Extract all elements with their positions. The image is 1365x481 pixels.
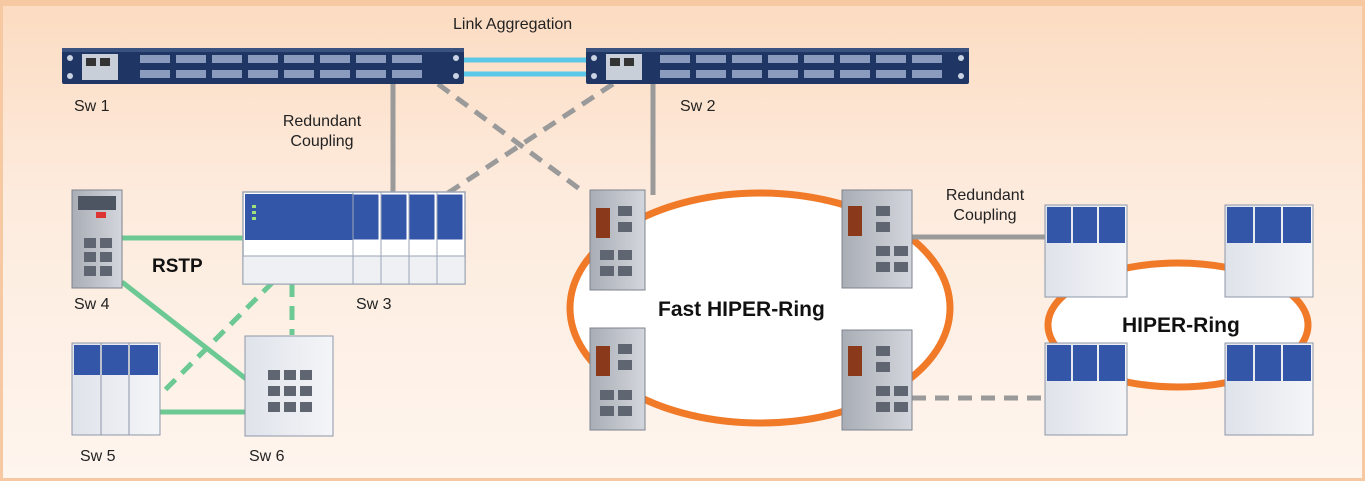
standby-coupling-lines	[436, 81, 1045, 401]
redundant-coupling-2-line1: Redundant	[945, 187, 1025, 204]
fast-hiper-ring-label: Fast HIPER-Ring	[658, 298, 825, 321]
sw6-label: Sw 6	[249, 448, 285, 465]
ring-switch-top-left-icon	[589, 189, 646, 291]
switch-sw3-icon	[242, 191, 466, 285]
sw3-label: Sw 3	[356, 296, 392, 313]
hiper-switch-bottom-right-icon	[1224, 342, 1314, 436]
redundant-coupling-2-line2: Coupling	[953, 207, 1017, 224]
ring-switch-top-right-icon	[841, 189, 913, 289]
link-aggregation-lines	[458, 57, 590, 77]
sw2-label: Sw 2	[680, 98, 716, 115]
switch-sw5-icon	[71, 342, 161, 436]
switch-sw1-icon	[62, 48, 464, 84]
link-aggregation-label: Link Aggregation	[453, 16, 573, 33]
sw1-label: Sw 1	[74, 98, 110, 115]
hiper-switch-top-left-icon	[1044, 204, 1128, 298]
redundant-coupling-1-line1: Redundant	[282, 113, 362, 130]
redundant-coupling-label-2: Redundant Coupling	[930, 186, 1040, 226]
switch-sw2-icon	[586, 48, 969, 84]
ring-switch-bottom-right-icon	[841, 329, 913, 431]
rstp-label: RSTP	[152, 256, 203, 277]
coupling-lines	[390, 84, 1045, 240]
rstp-standby-links	[158, 280, 295, 397]
hiper-switch-top-right-icon	[1224, 204, 1314, 298]
redundant-coupling-label-1: Redundant Coupling	[272, 112, 372, 152]
sw5-label: Sw 5	[80, 448, 116, 465]
switch-sw6-icon	[244, 335, 334, 437]
redundant-coupling-1-line2: Coupling	[290, 133, 354, 150]
hiper-ring-label: HIPER-Ring	[1122, 314, 1240, 337]
ring-switch-bottom-left-icon	[589, 327, 646, 431]
sw4-label: Sw 4	[74, 296, 110, 313]
switch-sw4-icon	[71, 189, 123, 289]
hiper-switch-bottom-left-icon	[1044, 342, 1128, 436]
